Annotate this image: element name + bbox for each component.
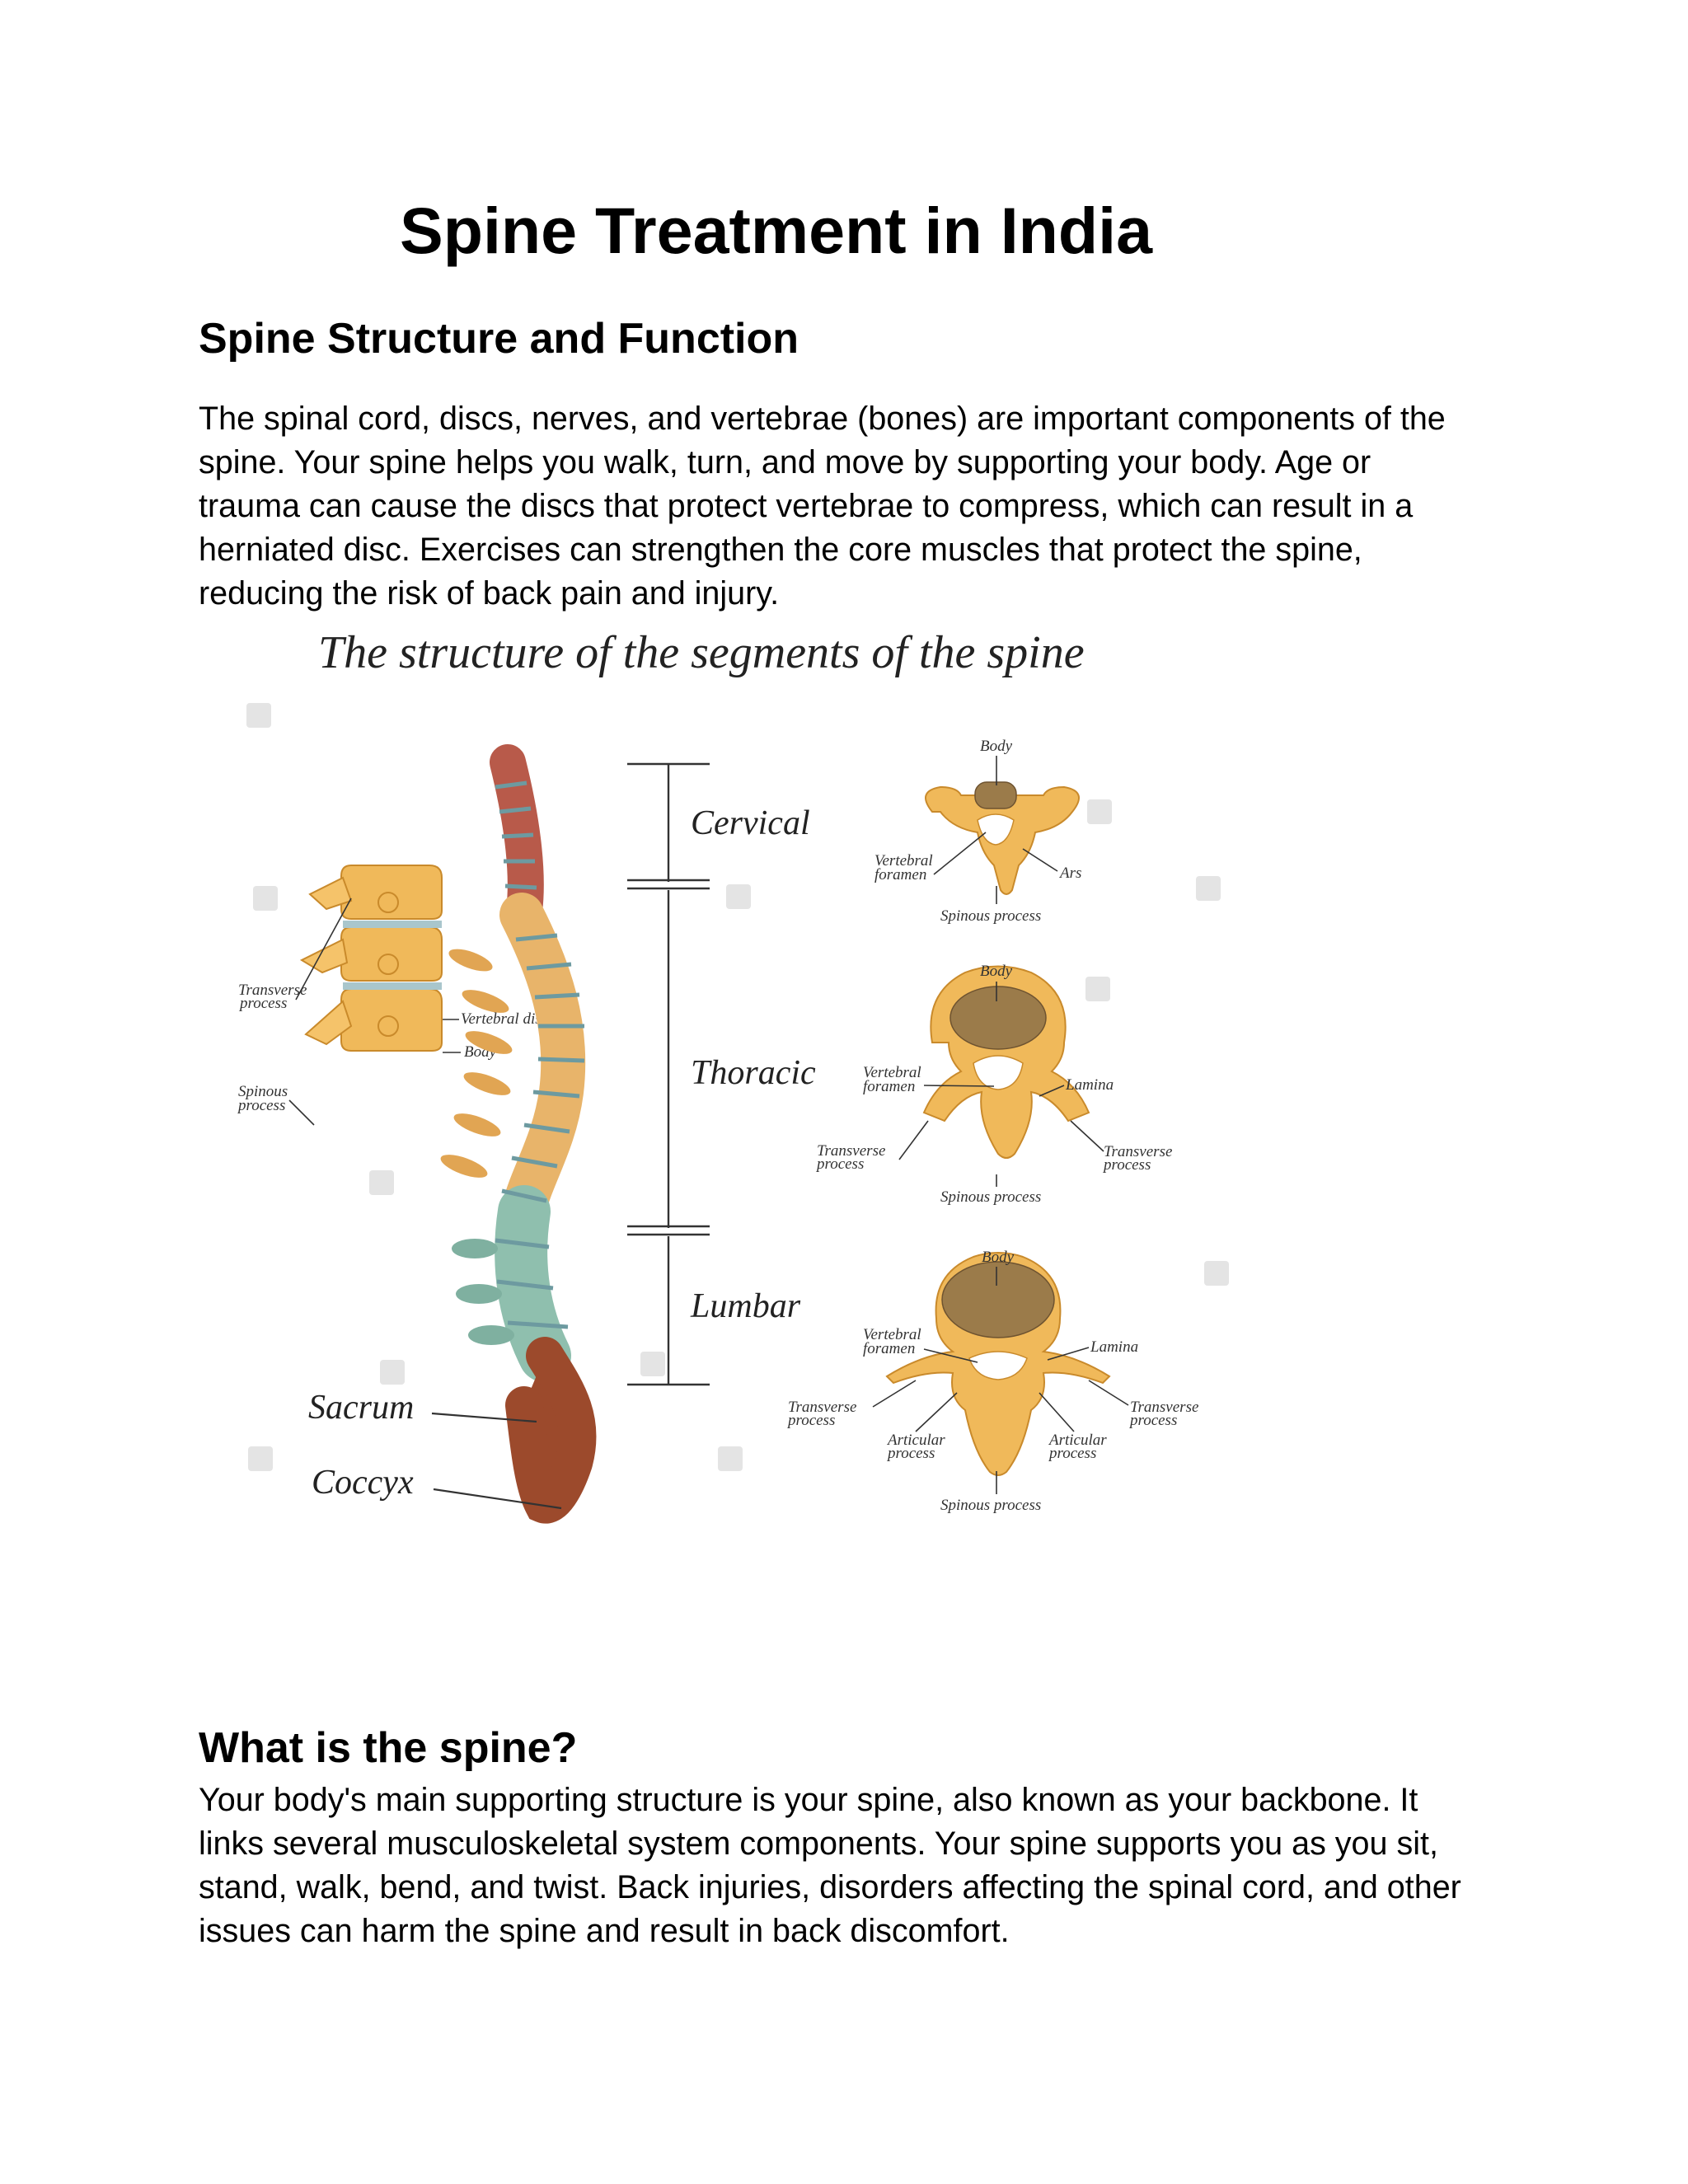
label-coccyx: Coccyx [312,1464,414,1502]
figure-title: The structure of the segments of the spi… [318,627,1085,678]
label-thoracic-transverse-left-2: process [815,1155,864,1173]
label-lumbar-transverse-left: Transverse [788,1399,856,1416]
label-sacrum: Sacrum [308,1389,414,1427]
label-thoracic-transverse-right: Transverse [1104,1143,1172,1160]
label-thoracic-foramen: Vertebral [863,1064,921,1081]
thoracic-vertebra: Body Vertebral foramen Lamina Transverse… [815,963,1172,1206]
watermark [246,703,1229,1471]
side-vertebrae-detail: Transverse process Vertebral disc Body S… [237,865,549,1126]
label-lumbar-transverse-right-2: process [1128,1412,1177,1429]
paragraph-line: links several musculoskeletal system com… [199,1825,1438,1862]
label-thoracic-transverse-right-2: process [1102,1156,1151,1174]
label-lumbar: Lumbar [690,1287,801,1325]
label-spinous-process-side: Spinous [238,1083,288,1100]
label-lumbar-articular-right-2: process [1048,1445,1096,1462]
lumbar-vertebra: Body Vertebral foramen Lamina Transverse… [786,1249,1198,1514]
spine-diagram: The structure of the segments of the spi… [199,614,1278,1562]
label-cervical-body: Body [980,738,1013,755]
paragraph-line: spine. Your spine helps you walk, turn, … [199,444,1372,480]
label-thoracic-foramen-2: foramen [863,1078,915,1095]
label-spinous-process-side-2: process [237,1097,285,1114]
label-cervical-foramen-2: foramen [874,866,926,883]
label-lumbar-articular-left: Articular [886,1432,945,1449]
paragraph-line: issues can harm the spine and result in … [199,1913,1010,1949]
page-title: Spine Treatment in India [400,194,1153,267]
paragraph-line: stand, walk, bend, and twist. Back injur… [199,1869,1461,1905]
segment-brackets [627,762,710,1386]
label-lumbar-foramen-2: foramen [863,1340,915,1357]
label-lumbar-transverse-right: Transverse [1130,1399,1198,1416]
label-thoracic-body: Body [980,963,1013,980]
paragraph-line: herniated disc. Exercises can strengthen… [199,532,1362,568]
label-lumbar-articular-right: Articular [1048,1432,1107,1449]
label-lumbar-spinous: Spinous process [940,1497,1041,1514]
label-transverse-process-side: Transverse [238,982,307,999]
label-lumbar-transverse-left-2: process [786,1412,835,1429]
section-heading-structure: Spine Structure and Function [199,315,799,363]
cervical-vertebra: Body Vertebral foramen Ars Spinous proce… [874,738,1081,925]
label-lumbar-body: Body [982,1249,1015,1266]
label-vertebral-disc: Vertebral disc [461,1010,549,1028]
section-heading-what-is-spine: What is the spine? [199,1724,578,1772]
paragraph-structure: The spinal cord, discs, nerves, and vert… [199,397,1501,616]
label-thoracic-spinous: Spinous process [940,1188,1041,1206]
label-lumbar-foramen: Vertebral [863,1326,921,1343]
label-cervical-ars: Ars [1058,865,1081,882]
label-cervical-spinous: Spinous process [940,907,1041,925]
spinal-column [440,744,597,1524]
label-thoracic-lamina: Lamina [1065,1076,1114,1094]
paragraph-line: Your body's main supporting structure is… [199,1782,1418,1818]
paragraph-line: The spinal cord, discs, nerves, and vert… [199,401,1446,437]
label-lumbar-articular-left-2: process [886,1445,935,1462]
label-thoracic: Thoracic [691,1054,816,1092]
label-lumbar-lamina: Lamina [1090,1338,1138,1356]
paragraph-line: reducing the risk of back pain and injur… [199,575,780,612]
paragraph-line: trauma can cause the discs that protect … [199,488,1414,524]
label-cervical-foramen: Vertebral [874,852,933,869]
label-cervical: Cervical [691,804,810,842]
paragraph-what-is-spine: Your body's main supporting structure is… [199,1779,1501,1953]
label-thoracic-transverse-left: Transverse [817,1142,885,1160]
label-transverse-process-side-2: process [238,995,287,1012]
